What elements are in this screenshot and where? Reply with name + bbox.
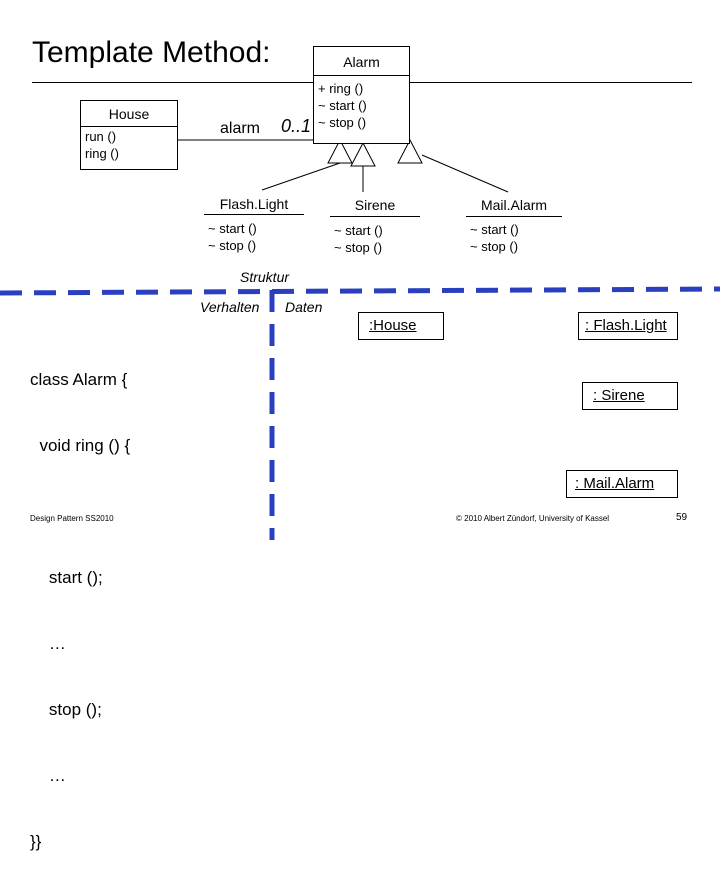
- quadrant-label-daten: Daten: [285, 299, 323, 315]
- footer-center: © 2010 Albert Zündorf, University of Kas…: [456, 514, 610, 523]
- flashlight-class-ops: ~ start () ~ stop (): [208, 220, 257, 254]
- object-house-label: :House: [369, 317, 417, 334]
- sirene-op-stop: ~ stop (): [334, 240, 383, 255]
- object-flashlight: : Flash.Light: [578, 312, 678, 340]
- alarm-op-start: ~ start (): [318, 98, 367, 113]
- inheritance-arrow-mailalarm: [397, 138, 423, 164]
- inheritance-line-mailalarm: [421, 154, 509, 193]
- mailalarm-op-start: ~ start (): [470, 222, 519, 237]
- inheritance-arrow-sirene: [350, 141, 376, 167]
- mailalarm-class-ops: ~ start () ~ stop (): [470, 221, 519, 255]
- sirene-op-start: ~ start (): [334, 223, 383, 238]
- code-line: …: [30, 766, 66, 785]
- inheritance-line-flashlight: [261, 162, 341, 191]
- sirene-class-ops: ~ start () ~ stop (): [334, 222, 383, 256]
- association-multiplicity-label: 0..1: [281, 116, 312, 136]
- alarm-op-ring: + ring (): [318, 81, 364, 96]
- footer-left: Design Pattern SS2010: [30, 514, 114, 523]
- flashlight-class-name: Flash.Light: [219, 196, 289, 212]
- sirene-class-name: Sirene: [354, 197, 396, 213]
- mailalarm-op-stop: ~ stop (): [470, 239, 519, 254]
- alarm-op-stop: ~ stop (): [318, 115, 367, 130]
- house-class-box: House run () ring (): [80, 100, 178, 170]
- house-class-name: House: [108, 106, 150, 122]
- flashlight-class: Flash.Light ~ start () ~ stop (): [204, 190, 304, 260]
- quadrant-label-struktur: Struktur: [240, 269, 290, 285]
- code-line: …: [30, 634, 66, 653]
- flashlight-op-stop: ~ stop (): [208, 238, 257, 253]
- alarm-class-box: Alarm + ring () ~ start () ~ stop (): [313, 46, 410, 144]
- house-op-run: run (): [85, 129, 117, 144]
- sirene-class: Sirene ~ start () ~ stop (): [330, 192, 420, 262]
- slide-title: Template Method:: [32, 36, 271, 69]
- object-mailalarm-label: : Mail.Alarm: [575, 475, 655, 492]
- association-role-label: alarm: [220, 120, 261, 137]
- flashlight-op-start: ~ start (): [208, 221, 257, 236]
- mailalarm-class-name: Mail.Alarm: [480, 197, 548, 213]
- code-line: void ring () {: [30, 436, 131, 455]
- object-sirene-label: : Sirene: [593, 387, 645, 404]
- diagram-lines: [0, 138, 720, 540]
- alarm-class-name: Alarm: [343, 54, 380, 70]
- horizontal-dashed-divider: [0, 286, 720, 296]
- quadrant-label-verhalten: Verhalten: [200, 299, 260, 315]
- code-line: class Alarm {: [30, 370, 128, 389]
- object-sirene: : Sirene: [582, 382, 678, 410]
- code-line: start ();: [30, 568, 103, 587]
- code-line: stop ();: [30, 700, 102, 719]
- house-class-ops: run () ring (): [85, 128, 119, 162]
- mailalarm-class: Mail.Alarm ~ start () ~ stop (): [466, 192, 562, 262]
- code-block: class Alarm { void ring () { start (); ……: [30, 325, 130, 875]
- object-mailalarm: : Mail.Alarm: [566, 470, 678, 498]
- code-line: }}: [30, 832, 42, 851]
- object-flashlight-label: : Flash.Light: [585, 317, 667, 334]
- alarm-class-ops: + ring () ~ start () ~ stop (): [318, 80, 367, 131]
- house-op-ring: ring (): [85, 146, 119, 161]
- object-house: :House: [358, 312, 444, 340]
- page-number: 59: [676, 512, 688, 523]
